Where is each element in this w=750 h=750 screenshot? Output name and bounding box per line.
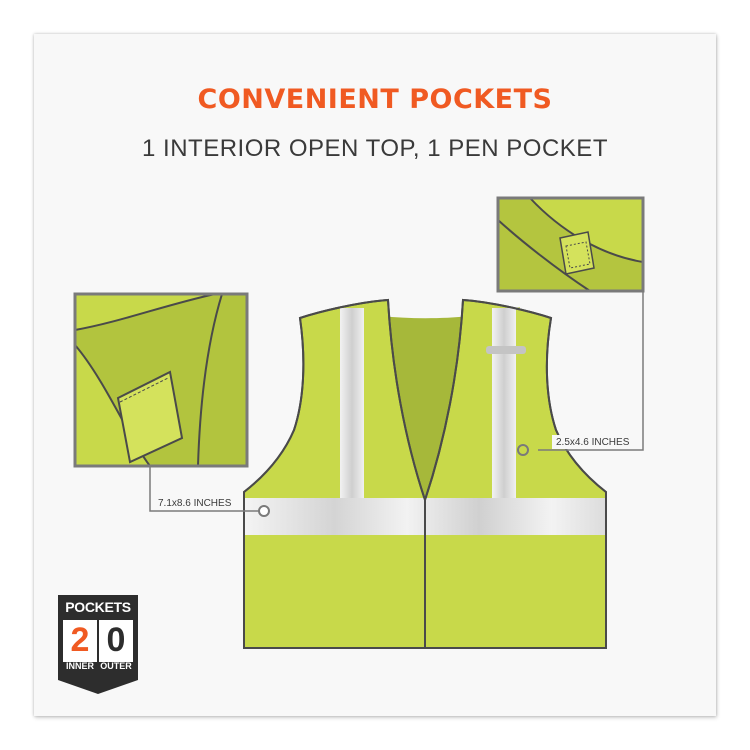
callout-dot-right — [517, 444, 529, 456]
left-pocket-size-label: 7.1x8.6 INCHES — [158, 498, 232, 509]
callout-dot-left — [258, 505, 270, 517]
pen-pocket — [559, 231, 595, 275]
right-pocket-zoom — [496, 196, 645, 293]
callout-leaders — [149, 291, 644, 517]
left-pocket-zoom — [73, 292, 249, 468]
reflective-stripe-left — [340, 308, 364, 498]
pockets-badge-shape — [58, 595, 138, 694]
right-pocket-size-label: 2.5x4.6 INCHES — [556, 437, 630, 448]
vest — [243, 298, 607, 649]
outer-label: OUTER — [100, 661, 132, 671]
outer-pocket-count: 0 — [106, 621, 126, 659]
page-title: CONVENIENT POCKETS — [197, 84, 553, 115]
inner-pocket-count: 2 — [70, 621, 90, 659]
reflective-stripe-right — [492, 308, 516, 498]
pockets-badge: POCKETS 2 0 INNER OUTER — [58, 595, 138, 693]
inner-label: INNER — [65, 661, 94, 671]
badge-title: POCKETS — [65, 599, 131, 615]
pen-pocket-mark — [486, 346, 526, 354]
page-subtitle: 1 INTERIOR OPEN TOP, 1 PEN POCKET — [142, 135, 608, 162]
